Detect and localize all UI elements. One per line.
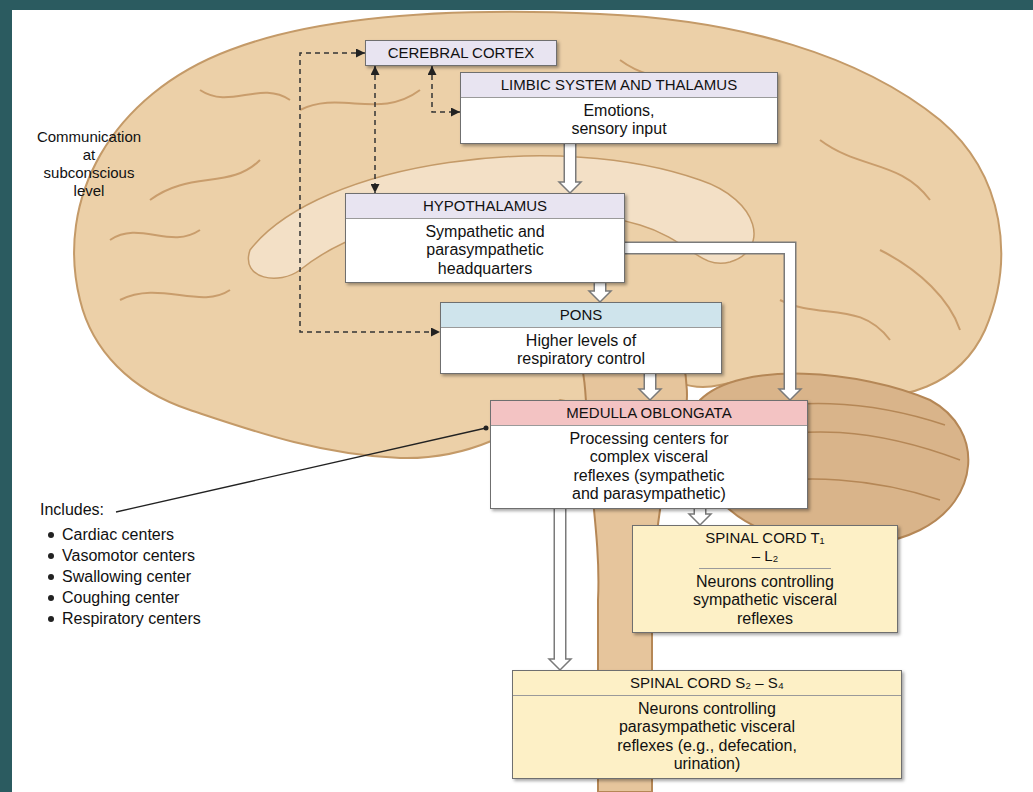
brain-region-box: SPINAL CORD S₂ – S₄Neurons controlling p… — [512, 670, 902, 779]
gyrus — [820, 140, 930, 200]
brain-region-box: MEDULLA OBLONGATAProcessing centers for … — [490, 400, 808, 509]
box-heading: SPINAL CORD T₁ – L₂ — [699, 526, 831, 569]
box-heading: HYPOTHALAMUS — [346, 194, 624, 219]
gyrus — [110, 230, 200, 240]
gyrus — [880, 250, 960, 330]
slide-panel — [12, 10, 1033, 792]
bullet-dot — [48, 532, 54, 538]
box-body: Neurons controlling sympathetic visceral… — [682, 569, 848, 632]
arrow-fill — [565, 144, 575, 184]
brain-region-box: SPINAL CORD T₁ – L₂Neurons controlling s… — [632, 525, 898, 633]
box-body: Higher levels of respiratory control — [493, 328, 669, 373]
dashed-connector — [432, 66, 460, 112]
bullet-dot — [48, 553, 54, 559]
box-heading: PONS — [441, 303, 721, 328]
list-item: Swallowing center — [62, 567, 191, 586]
hollow-arrow — [549, 509, 571, 670]
annotation-label: Communication at subconscious level — [36, 128, 142, 200]
gyrus — [120, 290, 230, 300]
gyrus — [150, 160, 260, 200]
arrow-fill — [595, 283, 605, 293]
gyrus — [200, 90, 290, 100]
gyrus — [300, 90, 420, 110]
bullet-dot — [48, 574, 54, 580]
hollow-arrow — [589, 283, 611, 302]
dashed-line — [432, 66, 460, 112]
leader-dot — [484, 426, 489, 431]
box-body: Neurons controlling parasympathetic visc… — [599, 696, 815, 778]
dashed-connector — [375, 66, 376, 193]
brain-region-box: PONSHigher levels of respiratory control — [440, 302, 722, 374]
arrow-fill — [695, 509, 705, 516]
hollow-arrow — [639, 374, 661, 400]
list-item: Coughing center — [62, 588, 179, 607]
hollow-arrow — [559, 144, 581, 193]
bullet-dot — [48, 616, 54, 622]
box-heading: SPINAL CORD S₂ – S₄ — [513, 671, 901, 696]
list-item: Respiratory centers — [62, 609, 201, 628]
bullet-dot — [48, 595, 54, 601]
list-item: Vasomotor centers — [62, 546, 195, 565]
box-heading: MEDULLA OBLONGATA — [491, 401, 807, 426]
brain-region-box: CEREBRAL CORTEX — [365, 40, 557, 66]
hollow-arrow — [689, 509, 711, 525]
brain-region-box: HYPOTHALAMUSSympathetic and parasympathe… — [345, 193, 625, 283]
arrow-fill — [555, 509, 565, 661]
box-body: Processing centers for complex visceral … — [557, 426, 741, 508]
gyri — [110, 60, 960, 340]
list-item: Cardiac centers — [62, 525, 174, 544]
box-body: Sympathetic and parasympathetic headquar… — [407, 219, 563, 282]
box-heading: LIMBIC SYSTEM AND THALAMUS — [461, 73, 777, 98]
annotation-label: Includes: — [40, 500, 104, 519]
box-heading: CEREBRAL CORTEX — [366, 41, 556, 65]
box-body: Emotions, sensory input — [551, 98, 687, 143]
leader-line — [116, 428, 486, 512]
dashed-line — [374, 66, 376, 193]
arrow-fill — [645, 374, 655, 391]
brain-region-box: LIMBIC SYSTEM AND THALAMUSEmotions, sens… — [460, 72, 778, 144]
